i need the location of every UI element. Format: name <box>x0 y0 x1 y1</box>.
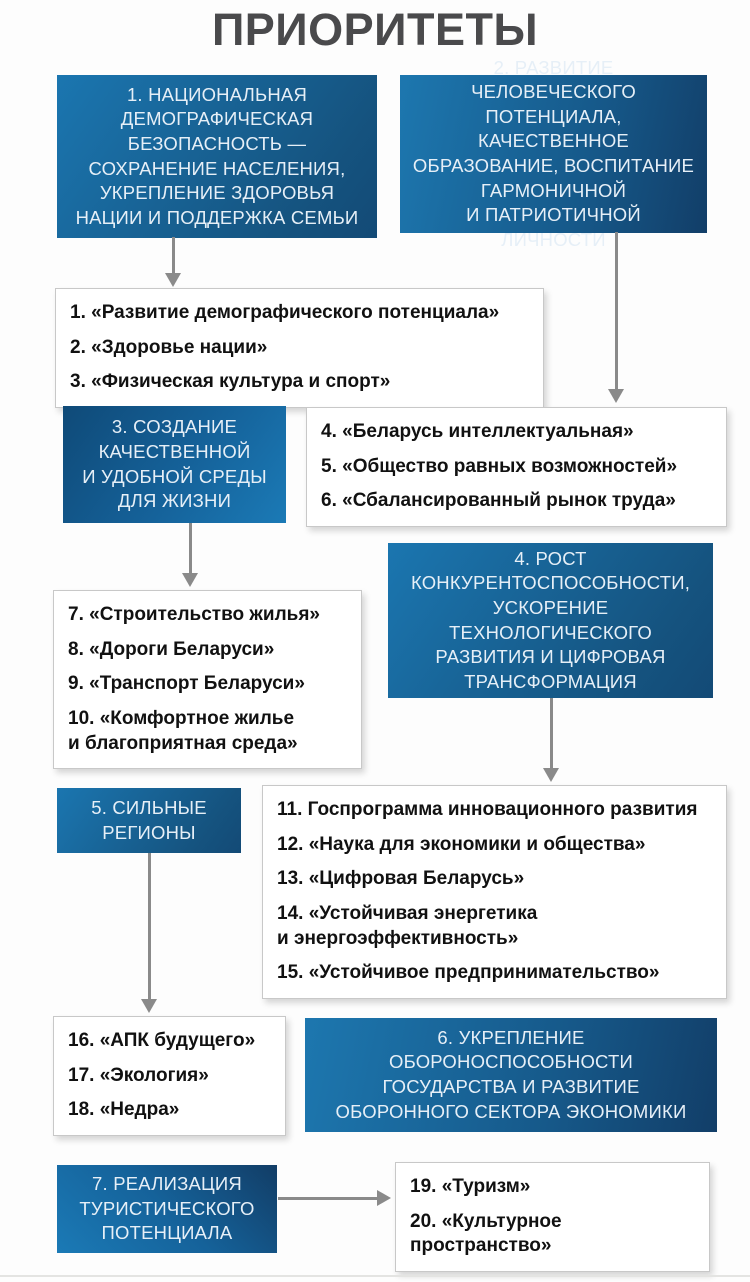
arrow-head <box>608 389 624 403</box>
program-item: 20. «Культурное пространство» <box>410 1210 562 1257</box>
arrow-down-icon <box>543 698 559 782</box>
program-list-4: 11. Госпрограмма инновационного развития… <box>262 785 727 1000</box>
program-item: 1. «Развитие демографического потенциала… <box>70 302 500 323</box>
priority-box-2: 2. РАЗВИТИЕ ЧЕЛОВЕЧЕСКОГО ПОТЕНЦИАЛА, КА… <box>400 57 707 250</box>
priority-box-5: 5. СИЛЬНЫЕ РЕГИОНЫ <box>57 788 241 853</box>
arrow-down-icon <box>182 523 198 587</box>
program-item: 14. «Устойчивая энергетика и энергоэффек… <box>277 903 538 949</box>
program-item: 9. «Транспорт Беларуси» <box>68 673 305 695</box>
priority-box-1: 1. НАЦИОНАЛЬНАЯ ДЕМОГРАФИЧЕСКАЯ БЕЗОПАСН… <box>57 75 377 238</box>
arrow-down-icon <box>141 853 157 1013</box>
program-list-2: 4. «Беларусь интеллектуальная» 5. «Общест… <box>306 407 727 528</box>
arrow-down-icon <box>165 237 181 287</box>
arrow-right-icon <box>278 1190 391 1206</box>
program-item: 4. «Беларусь интеллектуальная» <box>321 421 634 442</box>
program-item: 17. «Экология» <box>68 1064 209 1086</box>
arrow-stem <box>614 232 618 391</box>
program-list-6: 19. «Туризм» 20. «Культурное пространство… <box>395 1162 710 1273</box>
priority-box-3-label: 3. СОЗДАНИЕ КАЧЕСТВЕННОЙ И УДОБНОЙ СРЕДЫ… <box>82 416 267 512</box>
priority-box-6-label: 6. УКРЕПЛЕНИЕ ОБОРОНОСПОСОБНОСТИ ГОСУДАР… <box>335 1026 687 1122</box>
arrow-down-icon <box>608 232 624 403</box>
program-list-5: 16. «АПК будущего» 17. «Экология» 18. «Нед… <box>53 1016 286 1137</box>
arrow-head <box>165 273 181 287</box>
program-item: 3. «Физическая культура и спорт» <box>70 371 391 393</box>
arrow-stem <box>171 237 175 275</box>
priority-box-7-label: 7. РЕАЛИЗАЦИЯ ТУРИСТИЧЕСКОГО ПОТЕНЦИАЛА <box>79 1173 255 1244</box>
program-list-3: 7. «Строительство жилья» 8. «Дороги Белар… <box>53 590 362 770</box>
priority-box-6: 6. УКРЕПЛЕНИЕ ОБОРОНОСПОСОБНОСТИ ГОСУДАР… <box>305 1018 717 1132</box>
arrow-stem <box>188 523 192 575</box>
arrow-head <box>182 573 198 587</box>
program-item: 19. «Туризм» <box>410 1176 531 1197</box>
program-item: 18. «Недра» <box>68 1099 180 1121</box>
program-item: 10. «Комфортное жилье и благоприятная ср… <box>68 708 298 754</box>
page-title: ПРИОРИТЕТЫ <box>211 4 539 55</box>
priority-box-4-label: 4. РОСТ КОНКУРЕНТОСПОСОБНОСТИ, УСКОРЕНИЕ… <box>410 547 691 692</box>
program-item: 13. «Цифровая Беларусь» <box>277 868 525 890</box>
arrow-head <box>377 1190 391 1206</box>
program-item: 7. «Строительство жилья» <box>68 604 320 625</box>
arrow-stem <box>147 853 151 1001</box>
arrow-head <box>141 999 157 1013</box>
priority-box-1-label: 1. НАЦИОНАЛЬНАЯ ДЕМОГРАФИЧЕСКАЯ БЕЗОПАСН… <box>75 83 359 228</box>
arrow-stem <box>549 698 553 770</box>
priority-box-4: 4. РОСТ КОНКУРЕНТОСПОСОБНОСТИ, УСКОРЕНИЕ… <box>388 543 713 698</box>
priority-box-7: 7. РЕАЛИЗАЦИЯ ТУРИСТИЧЕСКОГО ПОТЕНЦИАЛА <box>57 1165 277 1253</box>
program-item: 16. «АПК будущего» <box>68 1030 256 1051</box>
program-item: 2. «Здоровье нации» <box>70 336 268 358</box>
arrow-head <box>543 768 559 782</box>
priority-box-3: 3. СОЗДАНИЕ КАЧЕСТВЕННОЙ И УДОБНОЙ СРЕДЫ… <box>63 406 286 523</box>
program-item: 6. «Сбалансированный рынок труда» <box>321 490 676 512</box>
arrow-stem <box>278 1196 379 1200</box>
priority-box-5-label: 5. СИЛЬНЫЕ РЕГИОНЫ <box>91 796 207 843</box>
bottom-divider <box>0 1275 750 1277</box>
program-item: 12. «Наука для экономики и общества» <box>277 833 646 855</box>
program-list-1: 1. «Развитие демографического потенциала… <box>55 288 544 409</box>
program-item: 15. «Устойчивое предпринимательство» <box>277 962 660 984</box>
program-item: 8. «Дороги Беларуси» <box>68 638 275 660</box>
program-item: 5. «Общество равных возможностей» <box>321 455 678 477</box>
program-item: 11. Госпрограмма инновационного развития <box>277 799 698 820</box>
priority-box-2-label: 2. РАЗВИТИЕ ЧЕЛОВЕЧЕСКОГО ПОТЕНЦИАЛА, КА… <box>412 56 695 250</box>
